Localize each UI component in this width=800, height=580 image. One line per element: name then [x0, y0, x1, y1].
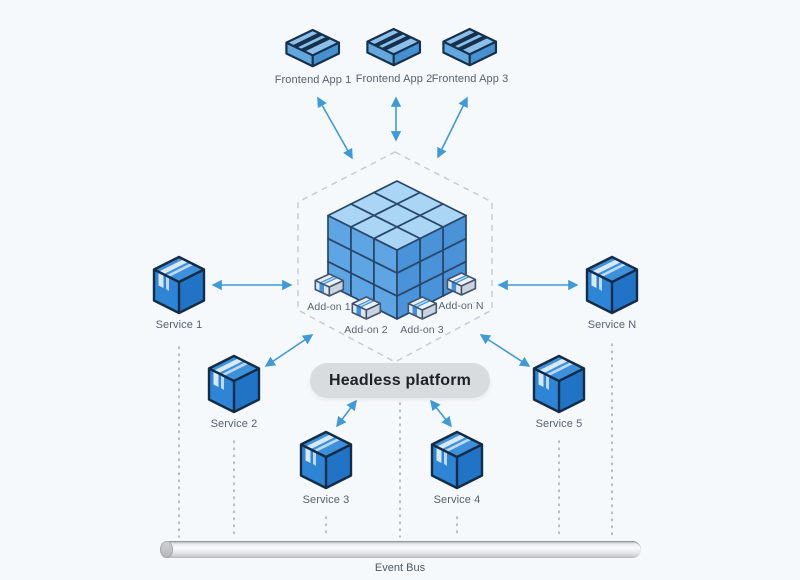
service-n-node: Service N	[584, 254, 640, 331]
service-5-node: Service 5	[531, 353, 587, 430]
service-box-icon	[152, 255, 206, 315]
addon-2-node: Add-on 2	[344, 295, 388, 336]
arrow-service-5	[479, 334, 531, 367]
addon-2-label: Add-on 2	[344, 324, 388, 336]
arrow-frontend-3	[437, 96, 468, 159]
service-box-icon	[207, 354, 261, 414]
addon-1-label: Add-on 1	[307, 301, 351, 313]
addon-3-node: Add-on 3	[400, 295, 444, 336]
addon-box-icon	[446, 272, 476, 296]
frontend-app-3-label: Frontend App 3	[431, 73, 509, 85]
service-4-node: Service 4	[429, 429, 485, 506]
platform-cube	[327, 180, 467, 320]
service-box-icon	[299, 430, 353, 490]
frontend-app-box-icon	[442, 27, 498, 67]
service-n-label: Service N	[587, 319, 637, 331]
frontend-app-box-icon	[366, 27, 422, 67]
service-3-node: Service 3	[298, 429, 354, 506]
arrow-service-2	[264, 334, 314, 367]
frontend-app-box-icon	[285, 28, 341, 68]
frontend-app-3-node: Frontend App 3	[432, 26, 509, 85]
arrow-service-3	[336, 399, 357, 428]
service-4-label: Service 4	[433, 494, 481, 506]
service-2-label: Service 2	[210, 418, 258, 430]
service-2-node: Service 2	[206, 353, 262, 430]
event-bus-pipe	[160, 541, 641, 558]
addon-box-icon	[351, 296, 381, 320]
event-bus-label: Event Bus	[374, 562, 426, 574]
headless-platform-pill: Headless platform	[310, 363, 490, 398]
frontend-app-1-label: Frontend App 1	[274, 74, 352, 86]
arrow-frontend-1	[317, 96, 353, 160]
service-box-icon	[532, 354, 586, 414]
addon-n-node: Add-on N	[438, 271, 483, 312]
addon-3-label: Add-on 3	[400, 324, 444, 336]
addon-box-icon	[314, 273, 344, 297]
service-box-icon	[585, 255, 639, 315]
service-5-label: Service 5	[535, 418, 583, 430]
frontend-app-2-node: Frontend App 2	[356, 26, 433, 85]
service-1-node: Service 1	[151, 254, 207, 331]
arrow-service-4	[430, 399, 452, 428]
frontend-app-2-label: Frontend App 2	[355, 73, 433, 85]
addon-1-node: Add-on 1	[307, 272, 351, 313]
service-3-label: Service 3	[302, 494, 350, 506]
service-1-label: Service 1	[155, 319, 203, 331]
frontend-app-1-node: Frontend App 1	[275, 27, 352, 86]
addon-box-icon	[407, 296, 437, 320]
addon-n-label: Add-on N	[438, 300, 484, 312]
service-box-icon	[430, 430, 484, 490]
